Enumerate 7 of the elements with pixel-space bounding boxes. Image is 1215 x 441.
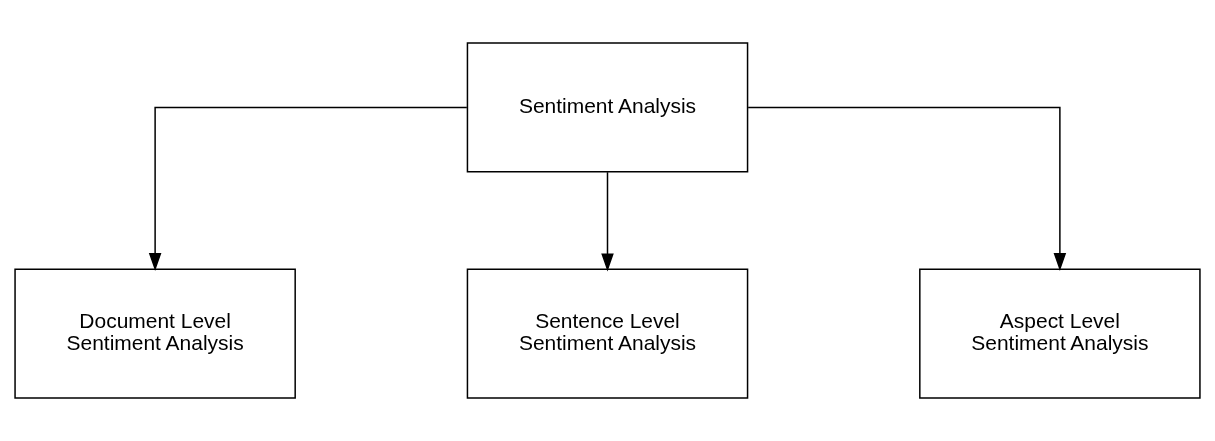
node-box: Document Level Sentiment Analysis [14, 268, 296, 399]
node-box: Sentiment Analysis [466, 42, 749, 173]
node-box: Aspect Level Sentiment Analysis [919, 268, 1201, 399]
arrow [601, 171, 614, 272]
arrow [148, 106, 468, 272]
arrow [747, 106, 1067, 272]
node-box: Sentence Level Sentiment Analysis [466, 268, 749, 399]
